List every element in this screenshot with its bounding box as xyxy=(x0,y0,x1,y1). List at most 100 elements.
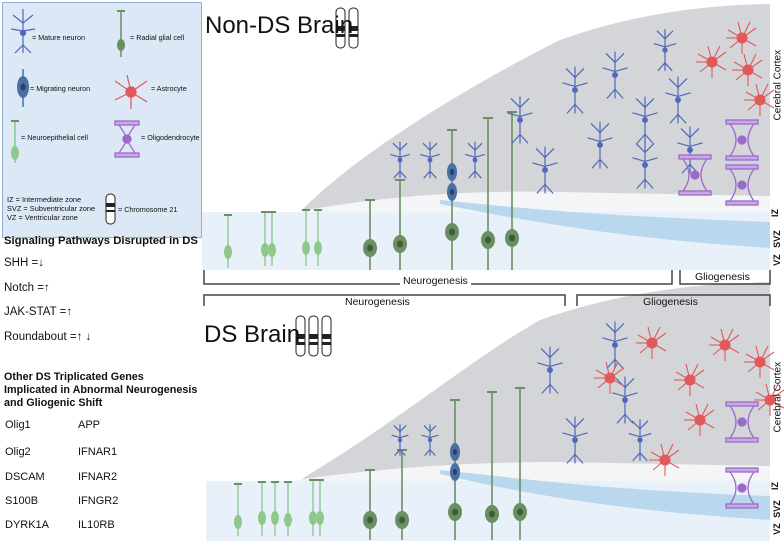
nonds-mature-neuron xyxy=(587,121,613,169)
astrocyte-icon xyxy=(114,74,148,109)
gene-item: APP xyxy=(78,419,101,431)
ds-zone-vz: VZ xyxy=(771,523,782,535)
ds-oligodendrocyte xyxy=(725,401,759,443)
neurogenesis-inner-label: Neurogenesis xyxy=(400,275,471,287)
ds-neuroepithelial-cell xyxy=(309,479,317,536)
nonds-migrating-neuron xyxy=(447,183,457,201)
signal-notch: Notch =↑ xyxy=(4,282,50,294)
mature-neuron-icon xyxy=(10,9,36,54)
signal-jak-stat: JAK-STAT =↑ xyxy=(4,306,72,318)
ds-zone-svz: SVZ xyxy=(771,500,782,518)
signal-label: Roundabout = xyxy=(4,331,77,343)
nonds-zone-svz: SVZ xyxy=(771,230,782,248)
ds-astrocyte xyxy=(754,383,784,416)
signaling-title: Signaling Pathways Disrupted in DS xyxy=(4,235,198,247)
nonds-zone-iz: IZ xyxy=(770,209,780,217)
neuroepithelial-icon xyxy=(11,120,19,163)
ds-astrocyte xyxy=(594,361,625,394)
legend-mature-neuron: = Mature neuron xyxy=(32,33,85,42)
legend-icons xyxy=(10,9,148,225)
nonds-astrocyte xyxy=(744,83,775,116)
ds-mature-neuron xyxy=(537,346,563,394)
nonds-astrocyte xyxy=(696,45,727,78)
ds-zone-iz: IZ xyxy=(770,482,780,490)
legend-astrocyte: = Astrocyte xyxy=(151,84,187,93)
ds-cortex-region xyxy=(300,282,770,480)
gene-item: Olig1 xyxy=(5,419,31,431)
ds-oligodendrocyte xyxy=(725,467,759,509)
ds-astrocyte xyxy=(636,326,667,359)
nonds-astrocyte xyxy=(732,53,763,86)
nonds-oligodendrocyte xyxy=(725,164,759,206)
ds-radial-glial-cell xyxy=(395,449,409,540)
signal-roundabout: Roundabout =↑ ↓ xyxy=(4,331,91,343)
gene-item: S100B xyxy=(5,495,39,507)
nonds-radial-glial-cell xyxy=(505,111,519,270)
ds-neuroepithelial-cell xyxy=(271,481,279,536)
ds-neuroepithelial-cell xyxy=(234,483,242,536)
chromosome-icon xyxy=(105,193,116,225)
signal-label: JAK-STAT = xyxy=(4,306,67,318)
legend-radial-glial: = Radial glial cell xyxy=(130,33,185,42)
bracket-gliogenesis-inner xyxy=(679,270,771,285)
nonds-mature-neuron xyxy=(653,29,677,72)
nonds-mature-neuron xyxy=(390,141,410,179)
ds-radial-glial-cell xyxy=(363,469,377,540)
bracket-gliogenesis-outer xyxy=(576,294,771,306)
ds-neuroepithelial-cell xyxy=(316,479,324,536)
oligodendrocyte-icon xyxy=(114,120,140,158)
signal-shh: SHH =↓ xyxy=(4,257,44,269)
nonds-mature-neuron xyxy=(562,66,588,114)
nonds-zone-vz: VZ xyxy=(771,254,782,266)
nonds-svz-stream xyxy=(440,200,770,248)
legend-zone-svz: SVZ = Subventricular zone xyxy=(7,204,96,213)
gene-item: IFNAR1 xyxy=(78,446,118,458)
ds-migrating-neuron xyxy=(450,443,460,461)
nonds-neuroepithelial-cell xyxy=(268,211,276,266)
ds-mature-neuron xyxy=(602,321,628,369)
triplicated-genes-title: Other DS Triplicated Genes Implicated in… xyxy=(4,371,198,409)
nonds-mature-neuron xyxy=(602,51,628,99)
neurogenesis-outer-label: Neurogenesis xyxy=(345,296,410,308)
signal-arrows: ↑ xyxy=(66,306,73,318)
ds-migrating-neuron xyxy=(450,463,460,481)
ds-chromosomes xyxy=(295,315,332,357)
nonds-chromosomes xyxy=(335,7,359,49)
signal-arrows: ↑ ↓ xyxy=(76,331,92,343)
legend-zone-iz: IZ = Intermediate zone xyxy=(7,195,82,204)
ds-astrocyte xyxy=(684,403,715,436)
gene-item: Olig2 xyxy=(5,446,31,458)
migrating-neuron-icon xyxy=(17,69,29,107)
nonds-oligodendrocyte xyxy=(678,154,712,196)
ds-astrocyte xyxy=(709,328,740,361)
nonds-mature-neuron xyxy=(465,141,485,179)
nonds-migrating-neuron xyxy=(447,163,457,181)
gene-item: DYRK1A xyxy=(5,519,50,531)
ds-astrocyte xyxy=(744,345,775,378)
nonds-brain-title: Non-DS Brain xyxy=(205,12,354,39)
nonds-cortex-label: Cerebral Cortex xyxy=(772,49,784,121)
signal-label: Notch = xyxy=(4,282,44,294)
nonds-radial-glial-cell xyxy=(363,199,377,270)
signal-arrows: ↑ xyxy=(43,282,50,294)
gene-item: DSCAM xyxy=(5,471,45,483)
gene-item: IL10RB xyxy=(78,519,115,531)
nonds-mature-neuron xyxy=(632,141,658,189)
nonds-mature-neuron xyxy=(532,146,558,194)
nonds-neuroepithelial-cell xyxy=(224,214,232,268)
nonds-mature-neuron xyxy=(632,96,658,144)
ds-mature-neuron xyxy=(628,419,652,462)
legend-zone-vz: VZ = Ventricular zone xyxy=(7,213,78,222)
nonds-radial-glial-cell xyxy=(481,117,495,270)
legend-box: = Mature neuron = Radial glial cell = Mi… xyxy=(2,2,202,238)
ds-brain-title: DS Brain xyxy=(204,321,301,348)
ds-astrocyte xyxy=(674,363,705,396)
ds-radial-glial-cell xyxy=(513,387,527,540)
nonds-neuroepithelial-cell xyxy=(314,209,322,266)
legend-neuroepithelial: = Neuroepithelial cell xyxy=(21,133,88,142)
ds-svz-stream xyxy=(440,470,770,520)
ds-neuroepithelial-cell xyxy=(258,481,266,536)
gene-item: IFNAR2 xyxy=(78,471,118,483)
ds-cortex-label: Cerebral Cortex xyxy=(772,361,784,433)
